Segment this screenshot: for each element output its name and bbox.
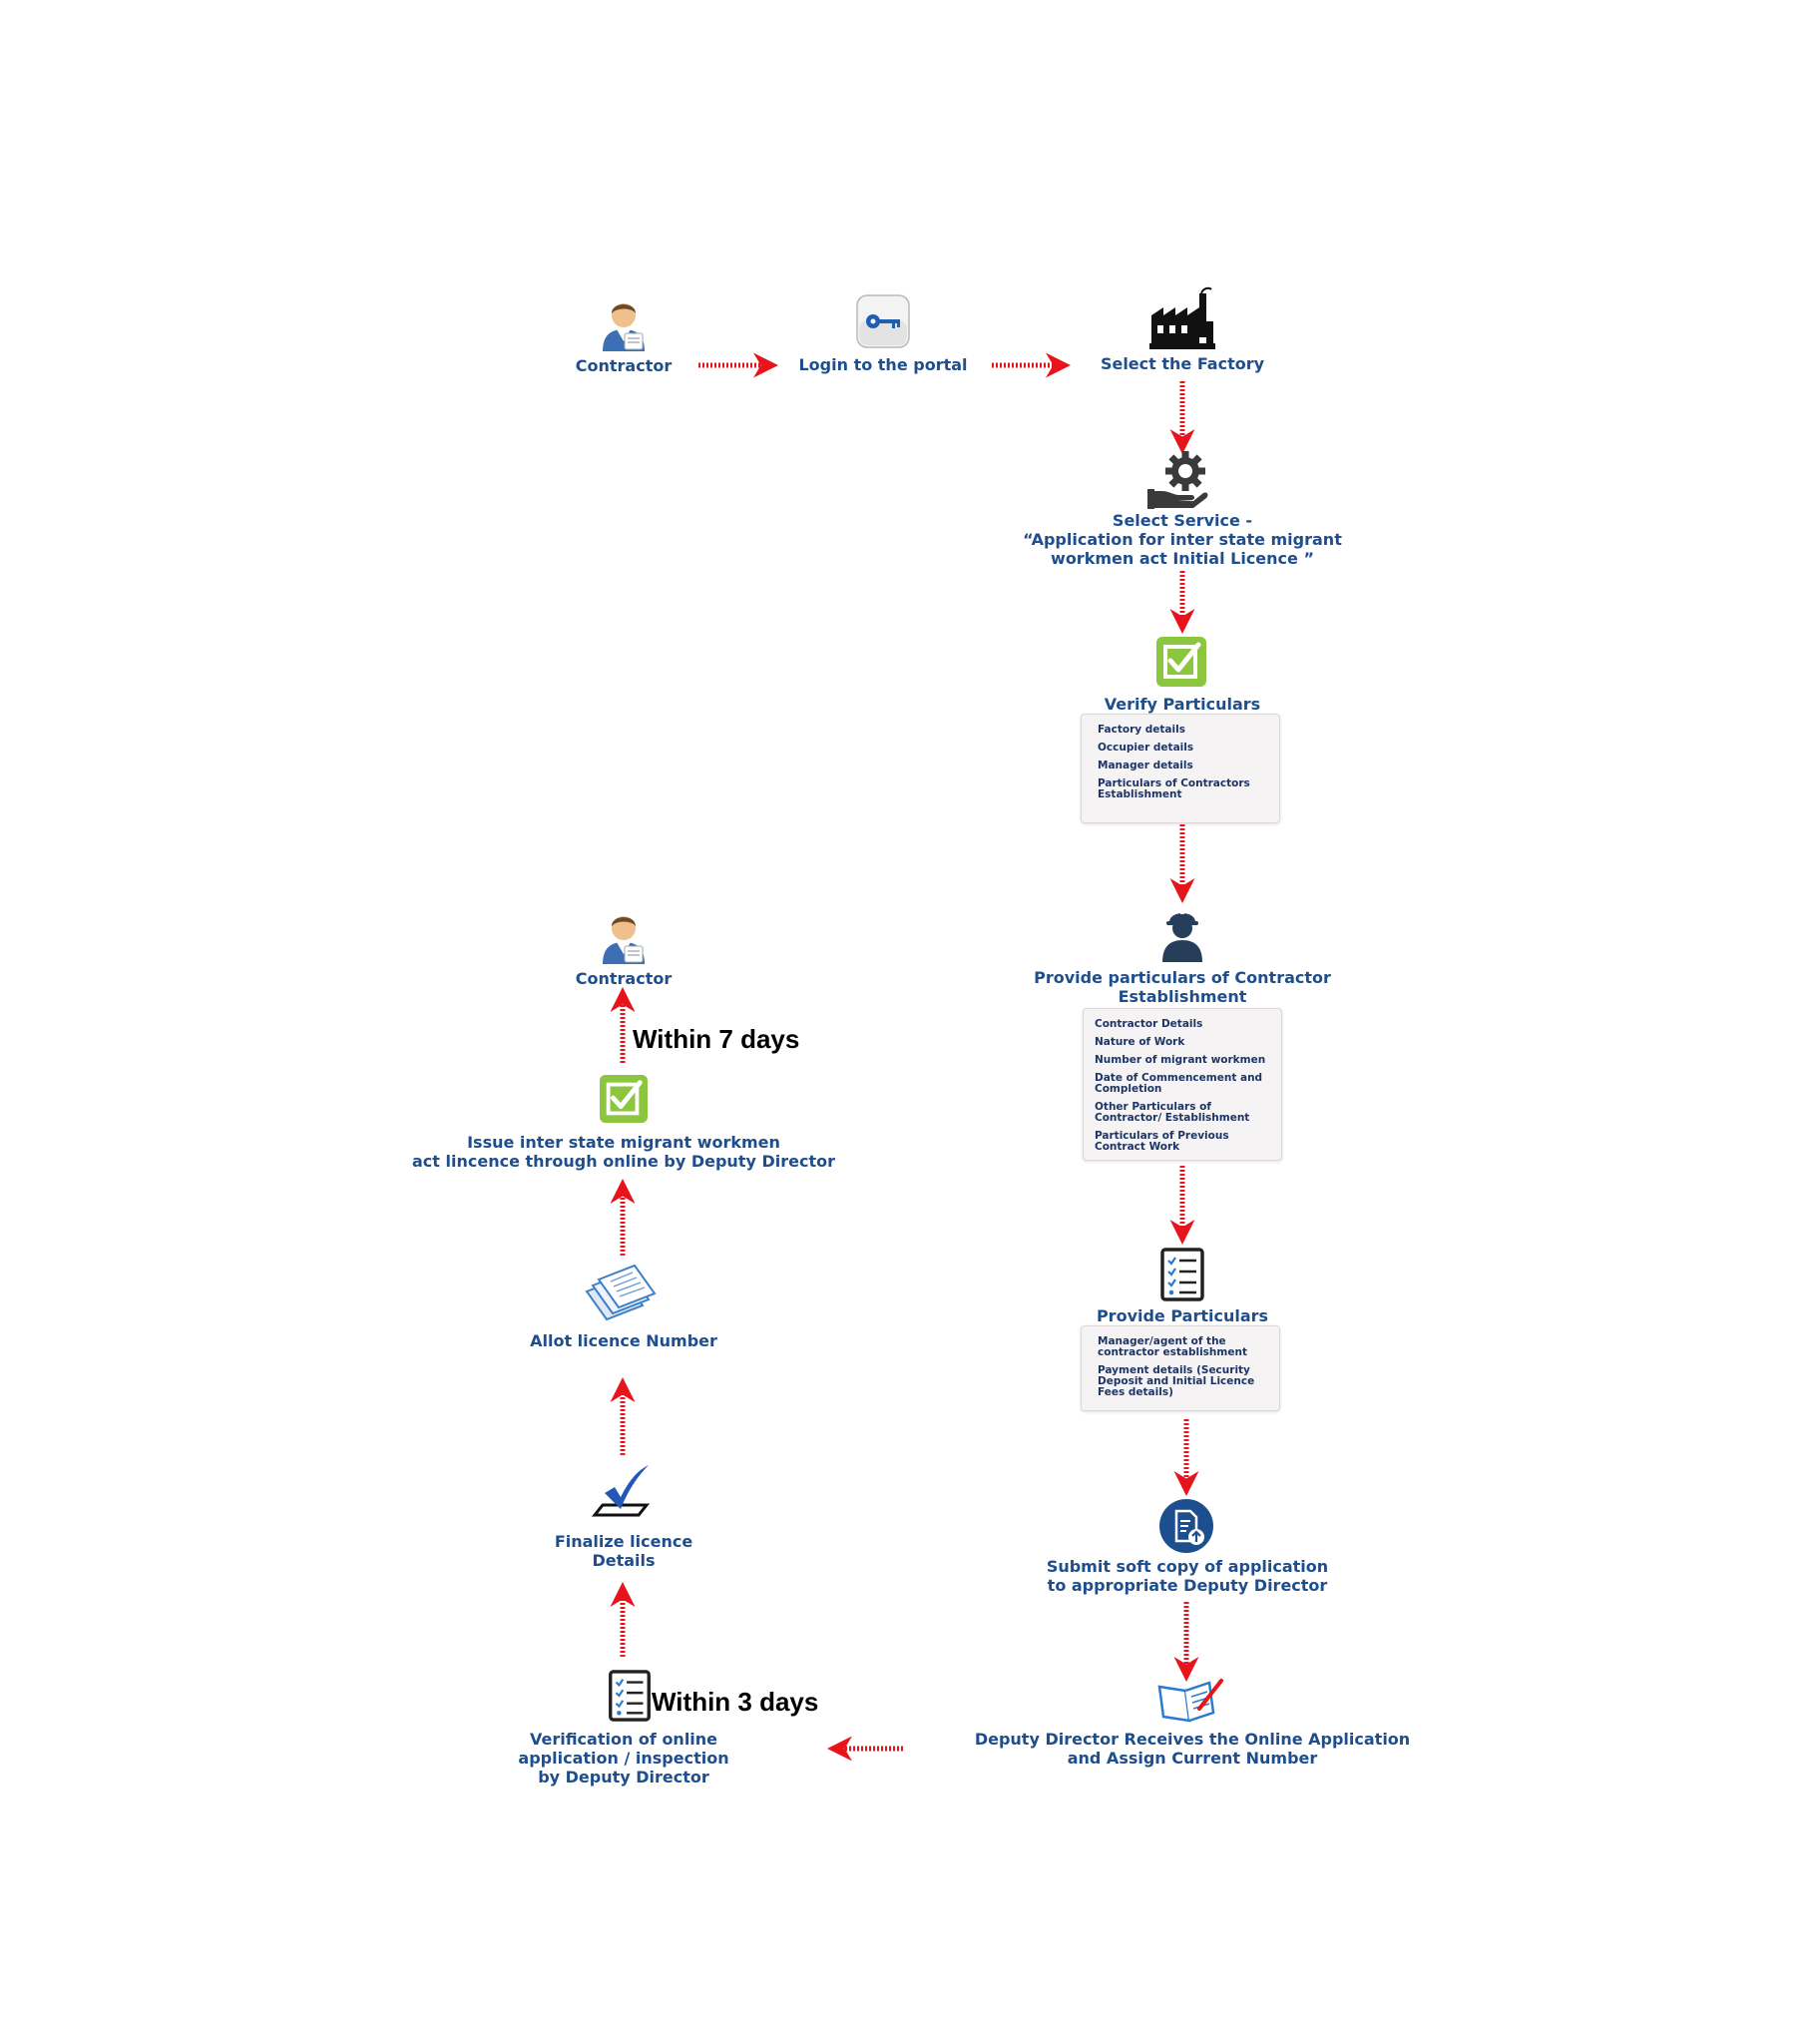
particulars-item: Payment details (Security Deposit and In… [1098, 1364, 1255, 1398]
submit-label: Submit soft copy of application to appro… [1038, 1557, 1337, 1595]
receive-line-1: Deputy Director Receives the Online Appl… [974, 1730, 1411, 1749]
verification-label: Verification of online application / ins… [514, 1730, 733, 1787]
finalize-line-1: Finalize licence [554, 1532, 693, 1551]
issue-label: Issue inter state migrant workmen act li… [404, 1133, 843, 1171]
submit-line-1: Submit soft copy of application [1046, 1557, 1329, 1576]
provide-particulars-label: Provide Particulars [1096, 1306, 1269, 1325]
issue-line-2: act lincence through online by Deputy Di… [412, 1152, 835, 1171]
verify-item: Occupier details [1098, 742, 1194, 754]
key-icon [856, 294, 910, 348]
verification-line-2: application / inspection [518, 1749, 729, 1768]
provide-contractor-line-2: Establishment [1118, 987, 1247, 1006]
finalize-line-2: Details [592, 1551, 656, 1570]
contractor-item: Particulars of Previous Contract Work [1095, 1130, 1229, 1153]
notebook-icon [1157, 1679, 1223, 1723]
select-service-line-1: Select Service - [1112, 511, 1253, 530]
within-7-days-label: Within 7 days [633, 1024, 800, 1054]
select-service-line-3: workmen act Initial Licence ” [1051, 549, 1314, 568]
select-service-label: Select Service - “Application for inter … [1008, 511, 1357, 568]
allot-label: Allot licence Number [530, 1331, 717, 1350]
particulars-details-box: Manager/agent of the contractor establis… [1081, 1325, 1280, 1411]
select-factory-label: Select the Factory [1100, 354, 1265, 373]
submit-line-2: to appropriate Deputy Director [1047, 1576, 1328, 1595]
receive-line-2: and Assign Current Number [1067, 1749, 1318, 1768]
verify-details-box: Factory details Occupier details Manager… [1081, 714, 1280, 823]
checkbox-icon [600, 1075, 648, 1123]
contractor-details-box: Contractor Details Nature of Work Number… [1083, 1008, 1282, 1161]
checkmark-icon [591, 1465, 651, 1517]
contractor-item: Other Particulars of Contractor/ Establi… [1095, 1101, 1250, 1124]
upload-document-icon [1159, 1499, 1213, 1553]
receive-label: Deputy Director Receives the Online Appl… [958, 1730, 1427, 1768]
verification-line-3: by Deputy Director [538, 1768, 709, 1787]
contractor-top-label: Contractor [575, 356, 673, 375]
documents-icon [585, 1264, 657, 1321]
service-gear-icon [1147, 451, 1208, 509]
checkbox-icon [1156, 637, 1206, 687]
verify-item: Factory details [1098, 724, 1185, 736]
finalize-label: Finalize licence Details [534, 1532, 713, 1570]
select-service-line-2: “Application for inter state migrant [1023, 530, 1342, 549]
factory-icon [1149, 286, 1215, 349]
verification-line-1: Verification of online [529, 1730, 718, 1749]
verify-item: Manager details [1098, 760, 1193, 771]
provide-contractor-line-1: Provide particulars of Contractor [1034, 968, 1331, 987]
contractor-bottom-label: Contractor [575, 969, 673, 988]
provide-contractor-label: Provide particulars of Contractor Establ… [1028, 968, 1337, 1006]
contractor-item: Date of Commencement and Completion [1095, 1072, 1263, 1095]
contractor-icon [603, 303, 645, 351]
contractor-item: Nature of Work [1095, 1036, 1185, 1048]
particulars-item: Manager/agent of the contractor establis… [1098, 1335, 1247, 1358]
contractor-item: Contractor Details [1095, 1018, 1203, 1030]
verify-item: Particulars of Contractors Establishment [1098, 777, 1250, 800]
within-3-days-label: Within 3 days [652, 1687, 819, 1717]
checklist-icon [609, 1670, 651, 1722]
login-label: Login to the portal [798, 355, 968, 374]
verify-particulars-label: Verify Particulars [1104, 695, 1261, 714]
checklist-icon [1160, 1248, 1204, 1301]
contractor-icon [603, 916, 645, 964]
worker-icon [1162, 908, 1202, 962]
contractor-item: Number of migrant workmen [1095, 1054, 1266, 1066]
issue-line-1: Issue inter state migrant workmen [467, 1133, 780, 1152]
